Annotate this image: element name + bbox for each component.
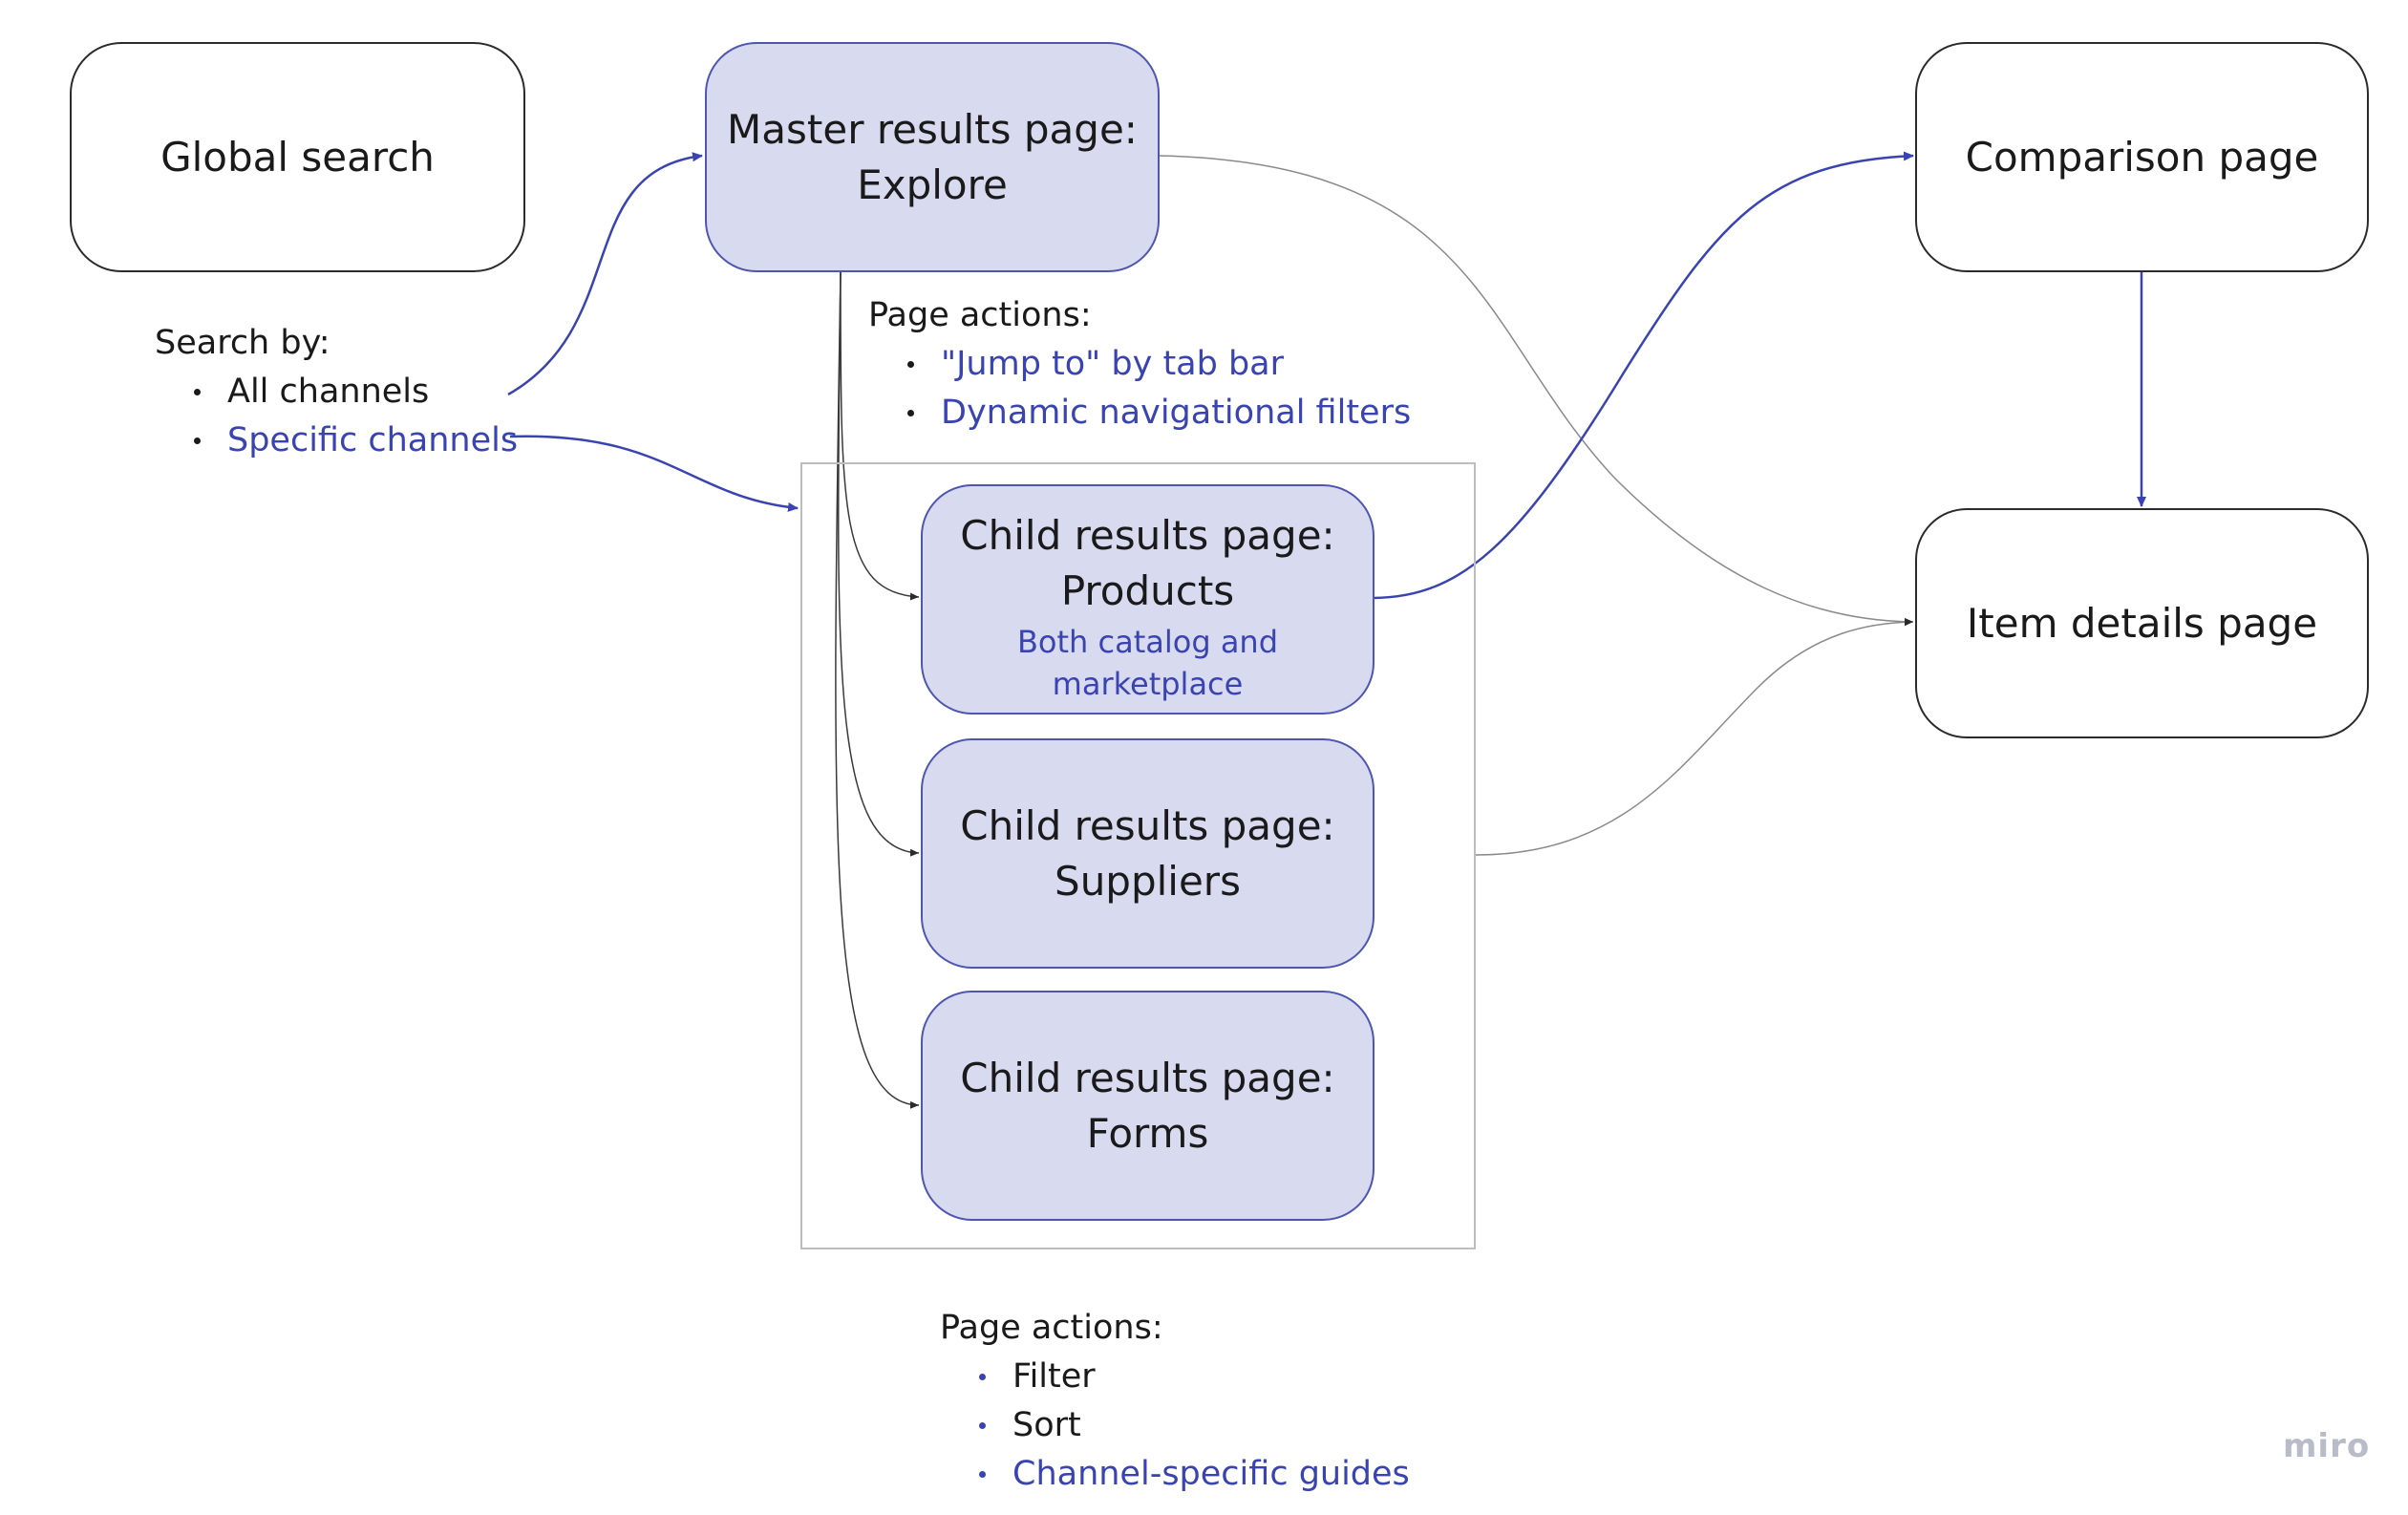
child-pages-group — [800, 462, 1476, 1249]
edge-master-to-item-details — [1158, 155, 1914, 626]
child-forms-node[interactable]: Child results page: Forms — [921, 991, 1374, 1221]
master-page-actions: Page actions: "Jump to" by tab bar Dynam… — [868, 291, 1411, 437]
master-results-node[interactable]: Master results page: Explore — [705, 42, 1160, 272]
global-search-node[interactable]: Global search — [70, 42, 525, 272]
master-page-actions-title: Page actions: — [868, 296, 1092, 334]
edge-products-to-comparison — [1373, 151, 1914, 600]
master-results-subtitle: Explore — [857, 160, 1008, 208]
child-forms-title: Child results page: — [960, 1054, 1335, 1101]
child-action-filter: Filter — [940, 1353, 1410, 1401]
item-details-page-node[interactable]: Item details page — [1915, 508, 2369, 738]
master-results-title: Master results page: — [727, 105, 1138, 153]
child-suppliers-node[interactable]: Child results page: Suppliers — [921, 738, 1374, 969]
comparison-page-node[interactable]: Comparison page — [1915, 42, 2369, 272]
child-action-guides: Channel-specific guides — [940, 1450, 1410, 1499]
child-forms-subtitle: Forms — [1086, 1109, 1209, 1157]
child-products-note: Both catalog and marketplace — [1016, 623, 1279, 702]
child-page-actions-title: Page actions: — [940, 1309, 1163, 1347]
edge-master-to-products — [840, 271, 920, 601]
search-by-item-specific-channels: Specific channels — [155, 416, 518, 465]
comparison-page-label: Comparison page — [1965, 133, 2319, 181]
child-products-node[interactable]: Child results page: Products Both catalo… — [921, 484, 1374, 715]
child-action-sort: Sort — [940, 1401, 1410, 1450]
child-page-actions: Page actions: Filter Sort Channel-specif… — [940, 1304, 1410, 1499]
search-by-notes: Search by: All channels Specific channel… — [155, 319, 518, 465]
edge-master-to-forms — [835, 271, 920, 1109]
child-products-title: Child results page: — [960, 511, 1335, 559]
master-action-jump-to: "Jump to" by tab bar — [868, 340, 1411, 389]
search-by-item-all-channels: All channels — [155, 368, 518, 416]
search-by-title: Search by: — [155, 324, 330, 362]
child-products-subtitle: Products — [1060, 566, 1235, 614]
child-suppliers-subtitle: Suppliers — [1055, 857, 1241, 905]
master-action-dynamic-filters: Dynamic navigational filters — [868, 389, 1411, 437]
global-search-label: Global search — [160, 133, 435, 181]
edge-group-to-item-details — [1475, 618, 1914, 856]
edge-specific-channels-to-group — [509, 435, 799, 512]
edge-all-channels-to-master — [507, 152, 703, 396]
child-suppliers-title: Child results page: — [960, 801, 1335, 849]
miro-watermark: miro — [2283, 1427, 2371, 1465]
item-details-page-label: Item details page — [1966, 599, 2318, 647]
